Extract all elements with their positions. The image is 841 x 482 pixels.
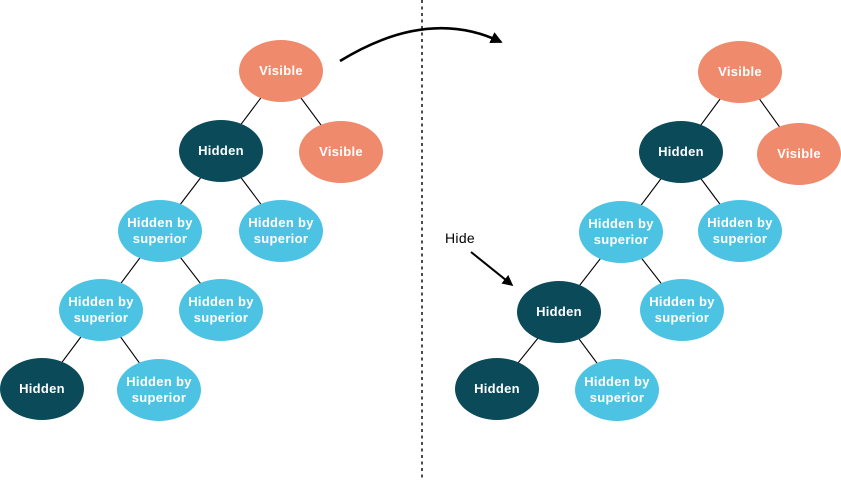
tree-edge (558, 311, 618, 391)
tree-edge (620, 151, 682, 233)
hide-annotation-label: Hide (445, 230, 475, 246)
tree-edge (280, 70, 342, 153)
tree-edge (496, 311, 560, 390)
tree-edge (739, 71, 800, 155)
transform-arrow (339, 27, 503, 63)
tree-edge (680, 151, 741, 232)
tree-edge (220, 70, 282, 152)
tree-edge (159, 150, 222, 232)
tree-edge (159, 230, 222, 311)
tree-edge (558, 231, 622, 313)
tree-edge (220, 150, 282, 232)
hide-arrow (470, 251, 514, 287)
tree-edge (41, 309, 102, 390)
tree-edge (100, 230, 161, 311)
tree-edge (620, 231, 683, 311)
tree-edges (41, 70, 800, 391)
tree-edge (680, 71, 741, 153)
tree-edge (100, 309, 160, 391)
